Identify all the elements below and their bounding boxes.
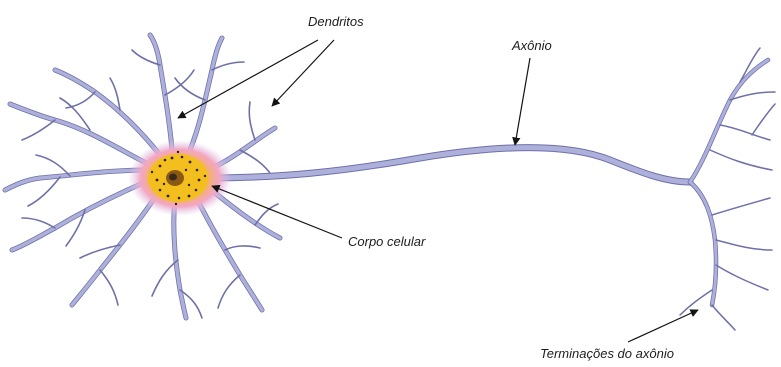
- axon-terminals: [680, 48, 775, 330]
- dendrites-label: Dendritos: [308, 14, 364, 29]
- axon-label: Axônio: [511, 38, 552, 53]
- cell-body-arrow: [212, 186, 342, 238]
- cell-body-label: Corpo celular: [348, 234, 426, 249]
- axon-terminals-label: Terminações do axônio: [540, 346, 674, 361]
- axon: [205, 148, 690, 182]
- cell-body: [128, 140, 232, 216]
- nucleus: [166, 170, 184, 186]
- axon-terminals-arrow: [628, 310, 698, 342]
- axon-arrow: [515, 58, 530, 145]
- dendrites-arrow-right: [272, 40, 334, 106]
